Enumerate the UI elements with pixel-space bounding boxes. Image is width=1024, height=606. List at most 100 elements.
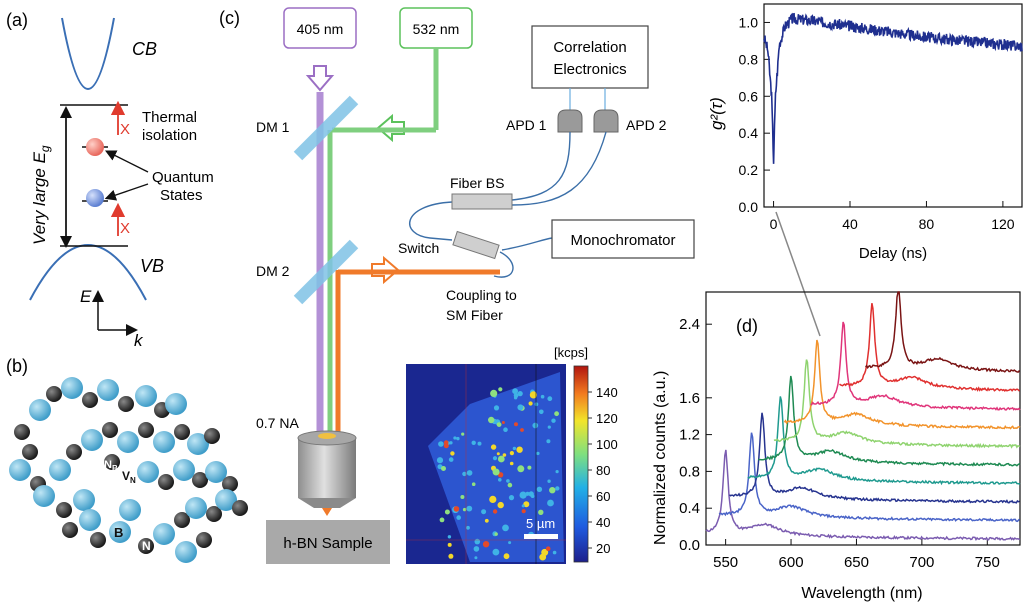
switch-component [452,230,500,260]
g2-xtick-label: 120 [991,216,1015,232]
emitter-spot [508,541,512,545]
emitter-spot [447,542,452,547]
nitrogen-atom [174,424,190,440]
flake-region [428,372,564,562]
spectrum-line [810,321,1021,411]
cross-lower: X [120,220,130,237]
emitter-spot [456,436,460,441]
quantum-pointer-lower [104,183,149,201]
emitter-spot [517,404,524,411]
g2-ylabel: g²(τ) [707,97,726,130]
emitter-spot [474,556,478,560]
boron-atom [187,433,209,455]
emitter-spot [498,387,503,392]
emitter-spot [484,518,489,523]
boron-atom [81,429,103,451]
panel-b: (b) NB VN B N [6,356,248,563]
sample-label: h-BN Sample [283,535,372,552]
emitter-spot [528,491,534,497]
emitter-spot [555,470,559,474]
nitrogen-atom [138,538,154,554]
emitter-spot [549,487,556,494]
emitter-spot [492,468,500,476]
boron-atom [9,459,31,481]
corr-label-2: Electronics [553,61,626,78]
boron-atom [73,489,95,511]
emitter-spot [509,451,514,456]
cb-label: CB [132,39,157,59]
emitter-spot [492,548,500,556]
emitter-spot [496,422,502,427]
switch-label: Switch [398,240,439,256]
g2-xtick-label: 0 [770,216,778,232]
g2-ytick-label: 0.8 [739,51,759,67]
emitter-spot [547,479,551,483]
spectrum-line [747,396,1021,486]
colorbar-unit: [kcps] [554,345,588,360]
boron-atom [205,461,227,483]
boron-atom [119,499,141,521]
g2-ytick-label: 0.4 [739,125,759,141]
spectrum-line [729,412,1020,504]
nb-atom-label: NB [104,459,118,473]
emitter-spot [528,401,533,406]
quantum-label-1: Quantum [152,169,214,186]
emitter-spot [503,427,508,433]
emitter-spot [551,418,556,423]
emitter-spot [443,440,449,445]
emitter-spot [552,550,557,555]
g2-ytick-label: 0.6 [739,88,759,104]
emitter-spot [509,461,514,466]
g2-plot-frame [763,3,1023,208]
colorbar [573,365,589,563]
boron-atom [61,377,83,399]
boron-atom [117,431,139,453]
emitter-spot [466,525,470,530]
boron-atom [33,485,55,507]
emitter-spot [502,524,509,532]
nitrogen-atom [174,512,190,528]
nitrogen-atom [104,454,120,470]
hbn-lattice [9,377,248,563]
n-atom-label: N [142,539,151,553]
colorbar-tick-label: 140 [596,385,618,400]
emitter-spot [441,466,446,471]
emitter-spot [539,409,544,415]
emitter-spot [447,535,452,539]
emitter-spot [466,470,473,476]
b-atom-label: B [114,525,123,540]
coupling-label-1: Coupling to [446,287,517,303]
nitrogen-atom [62,522,78,538]
fiber-to-monochromator [501,237,553,251]
emitter-spot [473,546,480,552]
fiber-bs-label: Fiber BS [450,175,504,191]
emitter-spot [481,509,487,515]
emitter-spot [461,432,465,436]
spectra-xtick-label: 700 [909,554,934,571]
g2-xtick-label: 80 [919,216,935,232]
emitter-spot [450,451,455,456]
panel-label-c: (c) [219,8,240,28]
spectrum-line [705,449,1021,541]
emitter-spot [488,416,495,424]
boron-atom [29,399,51,421]
colorbar-tick-label: 120 [596,411,618,426]
panel-c: (c) 405 nm 532 nm DM 1 DM 2 0.7 NA h-BN … [219,7,695,564]
emitter-spot [507,482,513,488]
emitter-spot [536,451,540,456]
boron-atom [215,489,237,511]
emitter-spot [547,425,551,429]
emitter-spot [453,506,460,512]
objective-tip [298,498,356,508]
emitter-spot [496,452,500,456]
spectra-xtick-label: 650 [844,554,869,571]
sample-stage [266,520,390,564]
scalebar-label: 5 µm [526,516,555,531]
g2-link-line [775,211,821,337]
fiber-bs-to-switch [409,201,453,241]
emitter-spot [497,501,504,509]
quantum-pointer-upper [104,150,149,173]
